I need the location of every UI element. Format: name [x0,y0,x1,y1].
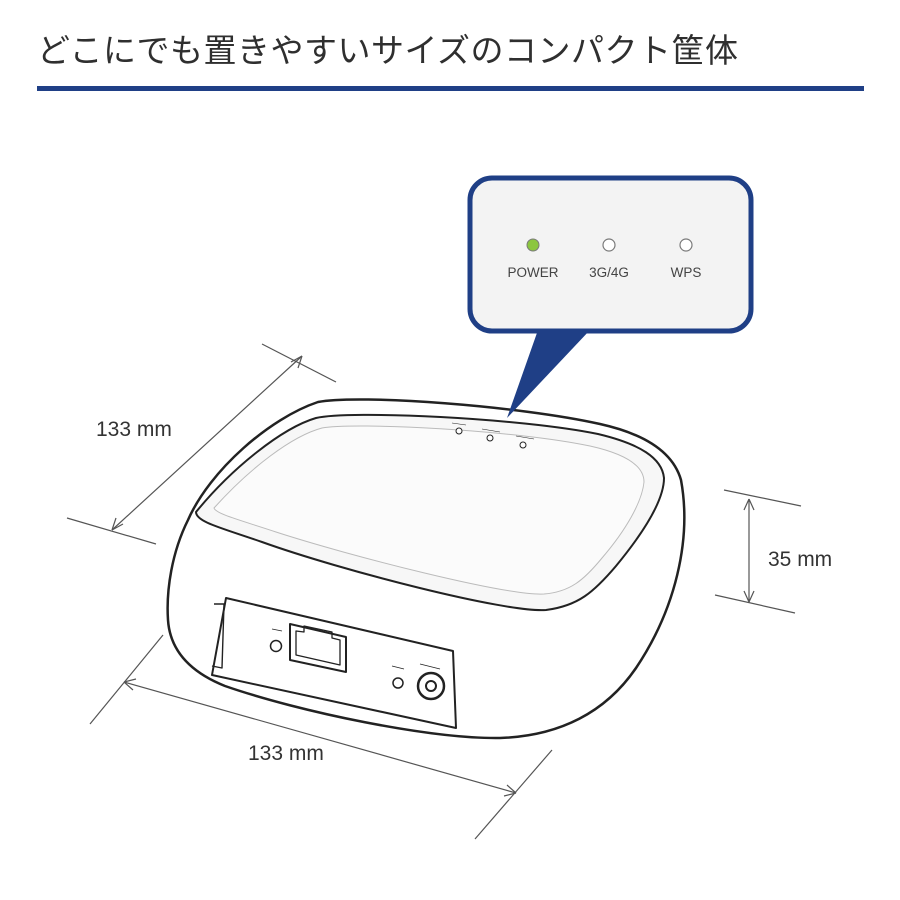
height-extension-line-top [723,489,802,507]
power-led-icon [526,238,540,252]
height-dimension [714,489,802,614]
width-dimension-line [123,681,517,794]
led-callout: POWER 3G/4G WPS [467,175,754,418]
top-led-wps [519,441,527,449]
callout-pointer [507,330,590,418]
3g4g-led-label: 3G/4G [589,265,629,280]
height-extension-line-bottom [714,594,796,614]
wps-led-label: WPS [671,265,702,280]
device-top-panel [213,425,645,595]
width-arrow-left [123,678,137,691]
width-extension-line-left [89,634,164,725]
callout-box [467,175,754,334]
3g4g-led-icon [602,238,616,252]
page-title: どこにでも置きやすいサイズのコンパクト筐体 [37,31,739,70]
wps-led-icon [679,238,693,252]
title-underline [37,86,864,91]
width-extension-line-right [474,749,553,840]
rear-port-panel-inner [211,603,225,669]
top-led-3g4g [486,434,494,442]
lan-port-inner [295,625,341,666]
top-led-marking-2 [481,428,501,433]
depth-extension-line-bottom [66,517,157,545]
port-marking-3 [419,663,441,670]
dc-jack-inner [425,680,437,692]
height-arrow-bottom [743,590,755,603]
width-arrow-right [503,784,517,797]
width-dimension [89,634,553,840]
depth-arrow-top [290,355,303,369]
depth-dimension-line [111,355,303,531]
port-marking-2 [391,665,405,670]
top-led-power [455,427,463,435]
router-device [166,398,686,740]
port-marking-1 [271,628,283,632]
depth-dimension [66,343,337,545]
wps-button-hole [392,677,404,689]
reset-hole [269,639,283,653]
top-led-marking-3 [515,435,535,440]
depth-extension-line-top [261,343,337,383]
top-led-marking-1 [451,422,467,426]
height-arrow-top [743,498,755,511]
height-label: 35 mm [768,548,832,571]
depth-label: 133 mm [96,418,172,441]
power-led-label: POWER [507,265,558,280]
width-label: 133 mm [248,742,324,765]
depth-arrow-bottom [111,517,124,531]
